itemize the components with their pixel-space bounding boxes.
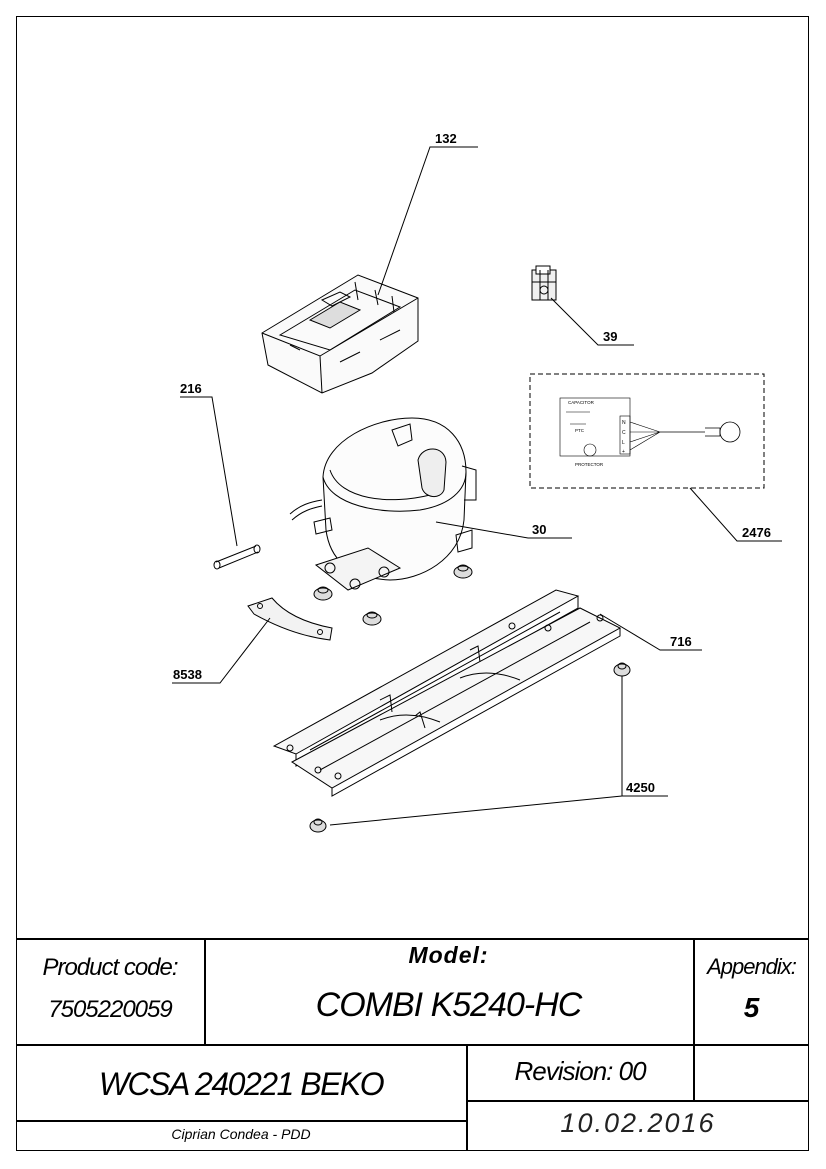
- revision: Revision: 00: [514, 1056, 646, 1086]
- callout-4250: 4250: [626, 780, 655, 795]
- model-label: Model:: [408, 942, 489, 968]
- terminal-n: N: [622, 420, 626, 426]
- callout-2476: 2476: [742, 525, 771, 540]
- appendix-label: Appendix:: [707, 954, 797, 979]
- product-code-label: Product code:: [42, 954, 178, 981]
- callout-716: 716: [670, 634, 692, 649]
- part-base-rail: [272, 589, 622, 797]
- ptc-label: PTC: [575, 428, 585, 433]
- drawing-frame: [16, 16, 809, 1151]
- terminal-c: C: [622, 430, 626, 436]
- terminal-l: L: [622, 440, 625, 446]
- part-bracket-plate: [247, 597, 333, 641]
- capacitor-label: CAPACITOR: [568, 400, 595, 405]
- model-value: COMBI K5240-HC: [315, 986, 583, 1024]
- callout-30: 30: [532, 522, 546, 537]
- part-compressor: [289, 417, 477, 591]
- leader-lines: [172, 146, 782, 826]
- part-starter-relay: [531, 265, 557, 301]
- appendix-value: 5: [743, 992, 760, 1023]
- part-electrical-box: [261, 274, 419, 394]
- revision-date: 10.02.2016: [560, 1108, 716, 1138]
- drawing-name: WCSA 240221 BEKO: [98, 1066, 385, 1102]
- callout-216: 216: [180, 381, 202, 396]
- callout-8538: 8538: [173, 667, 202, 682]
- part-grommets: [313, 564, 473, 626]
- wiring-detail: [529, 373, 765, 489]
- product-code-value: 7505220059: [48, 996, 172, 1023]
- title-block: Product code: 7505220059 Model: COMBI K5…: [16, 938, 809, 1151]
- protector-label: PROTECTOR: [575, 462, 604, 467]
- part-tube: [213, 544, 261, 570]
- terminal-plus: +: [622, 449, 625, 455]
- callout-132: 132: [435, 131, 457, 146]
- author: Ciprian Condea - PDD: [171, 1126, 311, 1142]
- callout-39: 39: [603, 329, 617, 344]
